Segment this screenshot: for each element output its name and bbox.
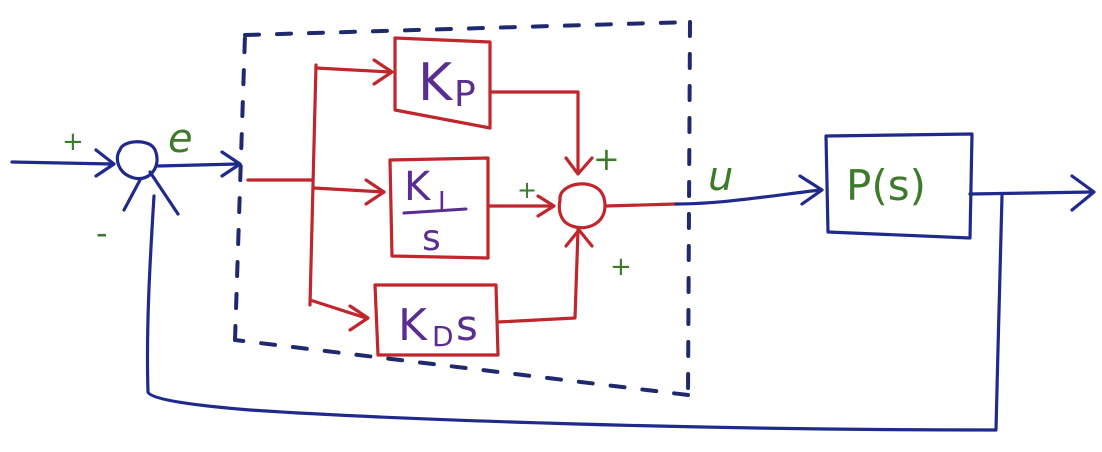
kd-to-sum-line [496, 228, 580, 324]
error-line [156, 162, 240, 168]
control-signal-arrowhead [798, 174, 824, 206]
sum-bottom-plus: + [610, 252, 632, 282]
ki-to-sum-arrowhead [536, 194, 556, 218]
output-line [968, 190, 1094, 196]
sum-output-line [604, 202, 678, 208]
branch-bus [308, 63, 318, 307]
control-signal-line [674, 188, 822, 206]
controller-internals [246, 36, 678, 357]
kd-to-sum-arrowhead [564, 228, 594, 248]
kp-to-sum-arrowhead [564, 156, 594, 176]
sum-top-plus: + [593, 140, 620, 178]
controller-boundary [233, 20, 692, 397]
error-arrowhead [220, 150, 242, 178]
ki-gain-subscript: I [438, 187, 446, 217]
kp-to-sum-line [488, 90, 580, 174]
junction-cross-b [122, 178, 142, 212]
kp-block [393, 36, 492, 130]
kp-gain-letter: K [418, 53, 454, 113]
ki-branch-line [312, 186, 386, 194]
kd-gain-subscript: D [432, 320, 454, 353]
error-summing-junction [115, 140, 159, 181]
input-line [10, 160, 114, 166]
ki-gain-denominator: s [422, 218, 441, 259]
kd-block [373, 283, 500, 357]
feedback-loop-line [145, 194, 1004, 432]
plant-block [824, 132, 974, 240]
ki-branch-arrowhead [364, 178, 386, 206]
feedback-minus-sign: - [96, 214, 108, 252]
kd-branch-line [308, 298, 368, 320]
input-plus-sign: + [62, 127, 84, 157]
kd-branch-arrowhead [348, 304, 370, 332]
kd-gain-s: s [456, 301, 478, 350]
control-label: u [708, 154, 733, 200]
output-arrowhead [1070, 174, 1096, 212]
ki-fraction-bar [402, 207, 468, 215]
kd-gain-letter: K [398, 300, 428, 351]
error-label: e [168, 116, 193, 162]
sum-left-plus: + [517, 176, 537, 204]
junction-cross-a [148, 170, 180, 216]
plant-label: P(s) [846, 161, 926, 210]
ki-gain-letter: K [404, 164, 432, 210]
ki-block [388, 156, 490, 260]
kp-branch-arrowhead [372, 58, 394, 86]
kp-branch-line [314, 66, 392, 74]
pid-summing-junction [557, 182, 607, 230]
kp-gain-subscript: P [454, 74, 476, 115]
input-arrowhead [94, 148, 116, 178]
